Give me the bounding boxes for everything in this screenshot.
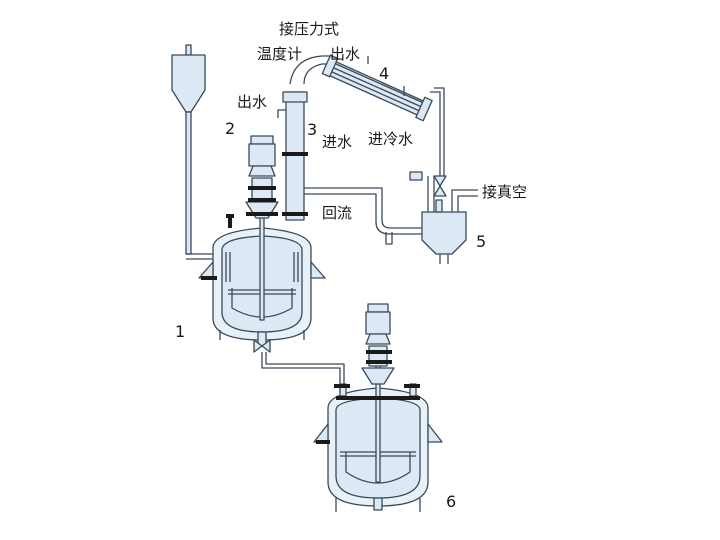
number-2: 2 <box>225 119 236 138</box>
number-3: 3 <box>307 120 318 139</box>
receiver-5 <box>421 175 478 264</box>
agitator-motor-6 <box>361 303 395 385</box>
number-4: 4 <box>379 64 390 83</box>
number-6: 6 <box>446 492 457 511</box>
agitator-motor-2 <box>245 135 279 219</box>
label-cooling-water-in: 进冷水 <box>368 130 414 148</box>
reactor-6 <box>313 351 443 512</box>
label-pressure-gauge: 接压力式 <box>279 20 340 38</box>
label-reflux: 回流 <box>322 204 353 222</box>
number-5: 5 <box>476 232 487 251</box>
condenser-4 <box>321 54 445 176</box>
flanges <box>201 152 420 444</box>
label-water-in-column: 进水 <box>322 133 353 151</box>
label-water-out-column: 出水 <box>237 93 268 111</box>
label-thermometer: 温度计 <box>257 45 303 63</box>
feed-hopper <box>171 44 218 260</box>
label-vacuum: 接真空 <box>482 183 528 201</box>
number-1: 1 <box>175 322 186 341</box>
reactor-1 <box>198 179 345 392</box>
label-water-out-condenser: 出水 <box>330 45 361 63</box>
